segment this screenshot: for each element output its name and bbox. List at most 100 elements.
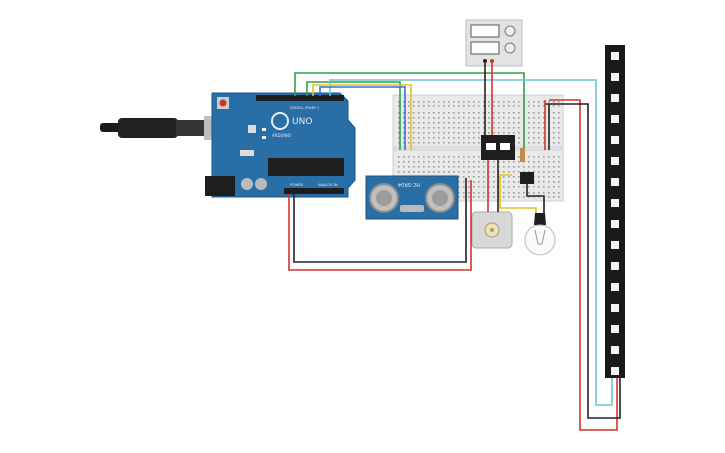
- breadboard-hole: [548, 156, 550, 158]
- breadboard-hole: [408, 142, 410, 144]
- breadboard-hole: [538, 156, 540, 158]
- breadboard-hole: [443, 166, 445, 168]
- wire-strip-red: [549, 99, 618, 431]
- breadboard-hole: [443, 122, 445, 124]
- breadboard-hole: [553, 196, 555, 198]
- breadboard-hole: [418, 112, 420, 114]
- breadboard-hole: [463, 101, 465, 103]
- breadboard-hole: [483, 166, 485, 168]
- breadboard-hole: [433, 156, 435, 158]
- breadboard-hole: [428, 166, 430, 168]
- breadboard-hole: [518, 142, 520, 144]
- hc-sr04-label: HC-SR04: [398, 181, 420, 187]
- power-supply-icon: [465, 19, 523, 67]
- breadboard-hole: [483, 122, 485, 124]
- breadboard-hole: [433, 137, 435, 139]
- breadboard-hole: [518, 112, 520, 114]
- breadboard-hole: [453, 142, 455, 144]
- breadboard-hole: [503, 132, 505, 134]
- led-pixel: [611, 136, 619, 144]
- breadboard-hole: [418, 171, 420, 173]
- ultrasonic-sensor: HC-SR04: [365, 175, 459, 220]
- breadboard-hole: [503, 166, 505, 168]
- breadboard-hole: [503, 117, 505, 119]
- breadboard-hole: [453, 105, 455, 107]
- breadboard-hole: [503, 186, 505, 188]
- arduino-uno-board: UNO ARDUINO DIGITAL (PWM~) POWER ANALOG …: [205, 92, 356, 198]
- breadboard-hole: [423, 117, 425, 119]
- breadboard-hole: [513, 132, 515, 134]
- breadboard-hole: [413, 166, 415, 168]
- breadboard-hole: [553, 101, 555, 103]
- breadboard-hole: [493, 181, 495, 183]
- breadboard-hole: [453, 137, 455, 139]
- breadboard-hole: [458, 122, 460, 124]
- breadboard-hole: [543, 101, 545, 103]
- breadboard-hole: [528, 137, 530, 139]
- breadboard-hole: [493, 127, 495, 129]
- breadboard-hole: [508, 186, 510, 188]
- breadboard-hole: [473, 181, 475, 183]
- wire-bulb-yellow: [499, 174, 537, 213]
- breadboard-hole: [428, 101, 430, 103]
- breadboard-hole: [508, 161, 510, 163]
- breadboard-hole: [463, 171, 465, 173]
- breadboard-hole: [538, 132, 540, 134]
- power-analog-header: [284, 188, 344, 194]
- breadboard-hole: [508, 122, 510, 124]
- breadboard-hole: [543, 186, 545, 188]
- breadboard-hole: [473, 186, 475, 188]
- breadboard-hole: [538, 105, 540, 107]
- led-pixel: [611, 367, 619, 375]
- breadboard-hole: [478, 186, 480, 188]
- breadboard-hole: [558, 166, 560, 168]
- breadboard-hole: [468, 132, 470, 134]
- breadboard-hole: [453, 122, 455, 124]
- breadboard-hole: [518, 137, 520, 139]
- wire-green-1: [294, 72, 525, 148]
- breadboard-hole: [413, 105, 415, 107]
- breadboard-hole: [478, 112, 480, 114]
- breadboard-hole: [493, 186, 495, 188]
- breadboard-hole: [483, 192, 485, 194]
- breadboard-hole: [528, 127, 530, 129]
- breadboard-hole: [478, 196, 480, 198]
- breadboard-hole: [533, 186, 535, 188]
- breadboard-hole: [508, 166, 510, 168]
- breadboard-hole: [453, 101, 455, 103]
- breadboard-hole: [513, 105, 515, 107]
- breadboard-hole: [478, 132, 480, 134]
- breadboard-hole: [423, 112, 425, 114]
- breadboard-hole: [463, 176, 465, 178]
- breadboard-hole: [543, 166, 545, 168]
- wire-green-2: [306, 81, 401, 150]
- breadboard-hole: [528, 161, 530, 163]
- relay-icon: [481, 135, 515, 160]
- led-pixel: [611, 52, 619, 60]
- breadboard-hole: [438, 112, 440, 114]
- breadboard-hole: [458, 127, 460, 129]
- breadboard-hole: [513, 186, 515, 188]
- breadboard-hole: [503, 192, 505, 194]
- breadboard-hole: [423, 171, 425, 173]
- breadboard-hole: [463, 181, 465, 183]
- breadboard-hole: [478, 142, 480, 144]
- breadboard-hole: [493, 122, 495, 124]
- breadboard-hole: [403, 105, 405, 107]
- breadboard-hole: [548, 166, 550, 168]
- breadboard-hole: [408, 137, 410, 139]
- breadboard-hole: [513, 112, 515, 114]
- breadboard-hole: [478, 166, 480, 168]
- breadboard-hole: [553, 122, 555, 124]
- breadboard-hole: [553, 132, 555, 134]
- breadboard-hole: [473, 137, 475, 139]
- breadboard-hole: [538, 112, 540, 114]
- breadboard-hole: [453, 127, 455, 129]
- wire-black-power: [293, 178, 467, 263]
- breadboard-hole: [468, 112, 470, 114]
- breadboard-hole: [543, 122, 545, 124]
- breadboard-hole: [418, 156, 420, 158]
- breadboard-hole: [518, 186, 520, 188]
- breadboard-hole: [428, 127, 430, 129]
- breadboard-hole: [473, 117, 475, 119]
